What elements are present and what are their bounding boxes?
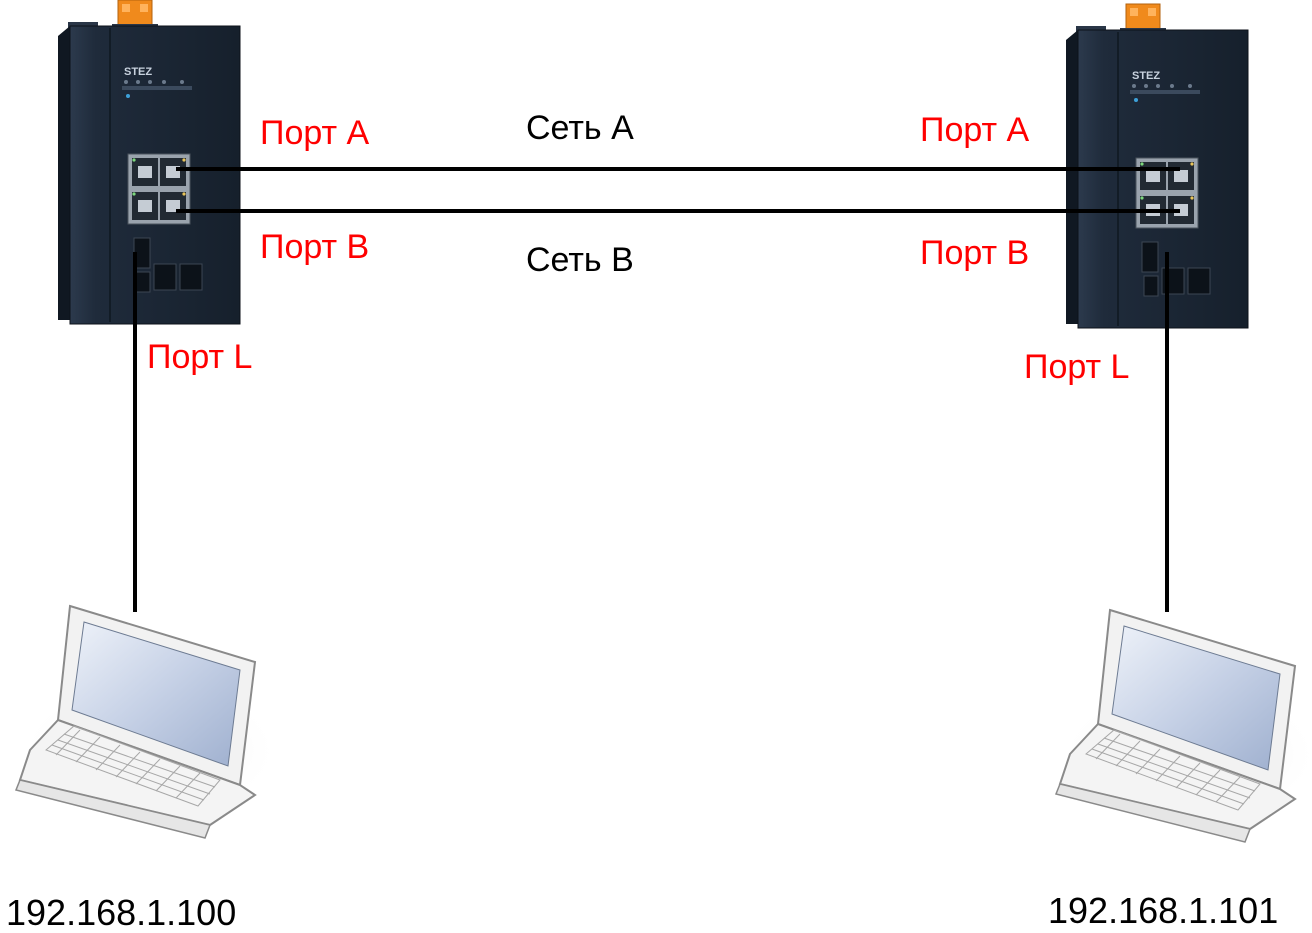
left-port-b-label: Порт B — [260, 228, 370, 266]
switch-right: STEZ — [1065, 3, 1249, 329]
laptop-left-ip: 192.168.1.100 — [6, 892, 237, 933]
right-port-b-label: Порт B — [920, 234, 1030, 272]
laptop-right-ip: 192.168.1.101 — [1048, 890, 1279, 931]
laptop-left-icon — [15, 605, 281, 839]
switch-left-brand: STEZ — [124, 66, 152, 78]
switch-left: STEZ — [57, 0, 241, 325]
right-port-l-label: Порт L — [1024, 348, 1130, 386]
switch-right-brand: STEZ — [1132, 70, 1160, 82]
laptop-right-icon — [1055, 609, 1312, 843]
right-port-a-label: Порт A — [920, 111, 1030, 149]
network-b-label: Сеть B — [526, 241, 634, 279]
left-port-a-label: Порт A — [260, 114, 370, 152]
network-a-label: Сеть A — [526, 109, 634, 147]
left-port-l-label: Порт L — [147, 338, 253, 376]
